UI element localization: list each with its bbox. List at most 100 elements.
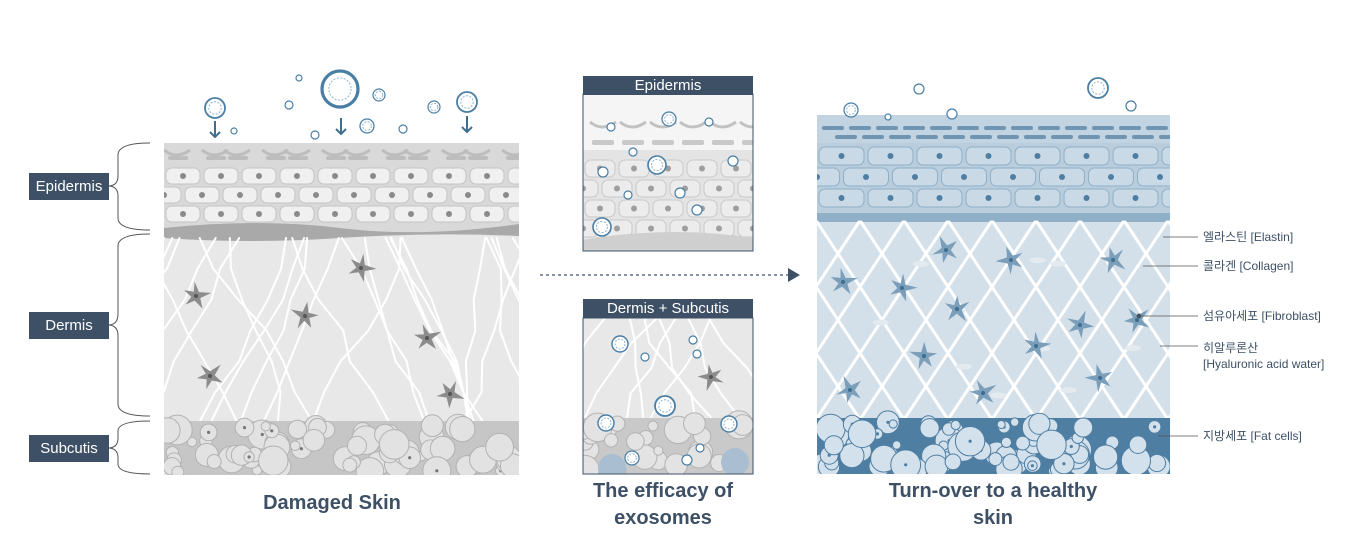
collagen-fiber: [583, 318, 606, 351]
keratinocyte: [772, 180, 802, 197]
keratinocyte: [507, 167, 519, 185]
fat-cell: [919, 418, 940, 439]
exosome: [1125, 100, 1137, 112]
healthy-epidermis-cells: [770, 146, 1170, 208]
exosome: [704, 117, 714, 127]
healthy-basement-membrane: [817, 213, 1170, 222]
hyaluronic-droplet: [1060, 387, 1077, 394]
collagen-fiber: [707, 318, 753, 379]
hyaluronic-droplet: [1050, 260, 1067, 267]
fat-cell: [721, 448, 749, 474]
fibroblast: [944, 295, 970, 322]
fibroblast: [932, 235, 957, 263]
keratinocyte: [527, 187, 561, 203]
exosome: [688, 335, 698, 345]
fat-cell: [449, 416, 476, 443]
collagen-fiber: [228, 237, 282, 424]
right-exosomes: [843, 77, 1137, 121]
exosome: [654, 395, 676, 417]
collagen-fiber: [291, 237, 391, 424]
fat-cell: [206, 454, 222, 469]
exosome: [692, 349, 702, 359]
keratinocyte: [737, 219, 753, 238]
fat-cell: [1036, 429, 1067, 460]
caption-damaged-text: Damaged Skin: [263, 492, 401, 514]
collagen-fiber: [311, 237, 402, 424]
transition-arrow: [540, 268, 800, 282]
keratinocyte: [737, 179, 753, 198]
collagen-fiber: [261, 237, 340, 424]
damaged-basement-membrane: [164, 223, 519, 241]
fat-cell: [603, 433, 619, 448]
exosome: [204, 97, 226, 119]
collagen-fiber: [583, 318, 658, 419]
hyaluronic-droplet: [990, 392, 1007, 399]
fibroblast: [1024, 331, 1052, 360]
legend-fibroblast: 섬유아세포 [Fibroblast]: [1203, 309, 1321, 323]
damaged-epidermis-surface: [164, 148, 519, 160]
healthy-skin-panel: [770, 115, 1170, 474]
exosome: [230, 127, 238, 135]
exosome: [359, 118, 375, 134]
exosome: [606, 122, 616, 132]
exosome: [592, 217, 612, 237]
keratinocyte: [583, 179, 599, 198]
fat-cell: [1147, 453, 1167, 473]
fibroblast: [348, 253, 377, 282]
penetrating-exosomes: [592, 111, 739, 237]
caption-healthy: Turn-over to a healthy skin: [843, 478, 1143, 532]
collagen-fiber: [198, 237, 315, 424]
fat-cell: [347, 435, 367, 456]
fibroblast: [836, 375, 861, 403]
exosome: [611, 335, 629, 353]
legend-hyaluronic: 히알루론산 [Hyaluronic acid water]: [1203, 340, 1324, 372]
caption-damaged-skin: Damaged Skin: [212, 490, 452, 517]
collagen-fiber: [625, 318, 677, 419]
exosome: [624, 450, 640, 466]
legend-fat-cells: 지방세포 [Fat cells]: [1203, 429, 1302, 443]
fat-cell: [289, 440, 301, 452]
exosome: [310, 130, 320, 140]
keratinocyte: [551, 200, 581, 217]
collagen-fiber: [464, 237, 487, 424]
collagen-fiber: [462, 257, 519, 424]
fat-cell: [892, 440, 902, 450]
caption-healthy-line1: Turn-over to a healthy: [888, 480, 1098, 502]
collagen-fiber: [490, 237, 519, 303]
hyaluronic-droplet: [872, 319, 889, 326]
collagen-fiber: [384, 237, 485, 424]
fibroblast: [1067, 310, 1095, 339]
fat-cell: [888, 419, 898, 429]
hyaluronic-droplet: [1029, 257, 1046, 264]
fat-cell: [1000, 436, 1013, 448]
fat-cell: [1010, 417, 1020, 427]
elastin-fiber: [1123, 347, 1170, 420]
fat-cell: [683, 412, 706, 436]
caption-efficacy: The efficacy of exosomes: [543, 478, 783, 532]
collagen-fiber: [643, 318, 697, 419]
keratinocyte: [755, 160, 785, 177]
keratinocyte: [1161, 146, 1170, 166]
panel-title-epidermis: Epidermis: [583, 76, 753, 95]
elastin-fiber: [1079, 281, 1170, 420]
fat-cell: [258, 445, 289, 475]
fibroblast: [436, 380, 465, 409]
exosome: [695, 443, 705, 453]
caption-efficacy-line2: exosomes: [614, 507, 712, 529]
fat-cell: [988, 452, 1003, 467]
exosome: [623, 190, 633, 200]
hyaluronic-droplet: [912, 260, 929, 267]
fat-cell: [1015, 435, 1030, 451]
exosome: [1087, 77, 1109, 99]
fibroblast: [1123, 308, 1150, 333]
fat-cell: [847, 419, 877, 449]
keratinocyte: [770, 147, 815, 165]
fat-cell: [1028, 412, 1051, 435]
collagen-fiber: [164, 237, 166, 242]
fat-cell: [422, 456, 452, 475]
fibroblast: [1084, 364, 1113, 393]
fat-cell: [1128, 435, 1148, 455]
fat-cell: [260, 421, 271, 432]
healthy-collagen-elastin-network: [817, 220, 1170, 420]
